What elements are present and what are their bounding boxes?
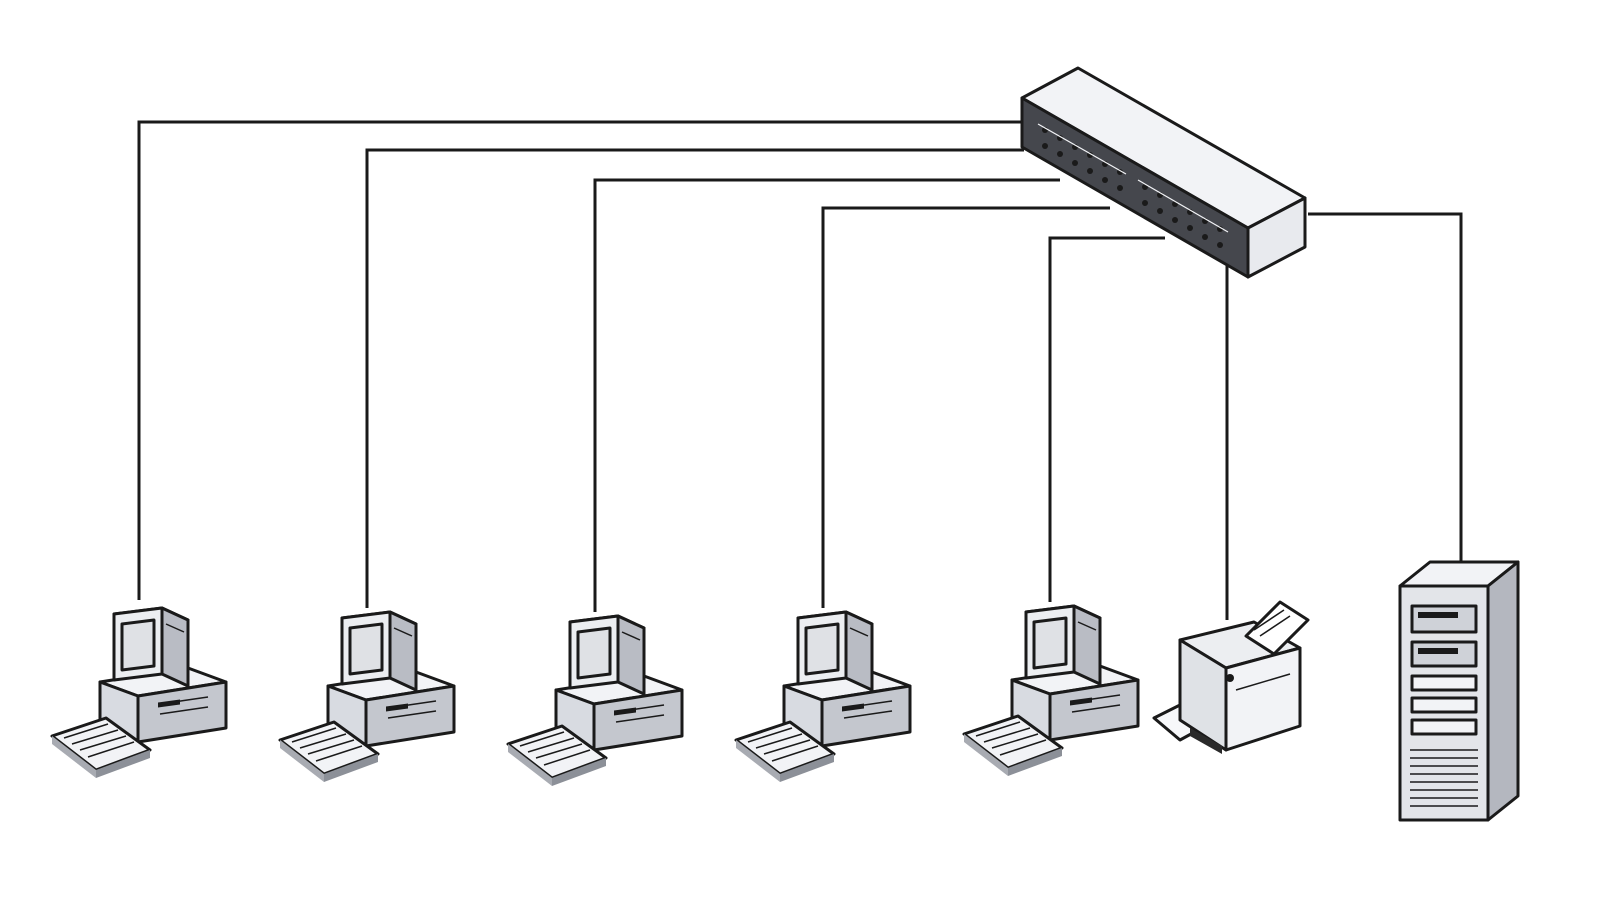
cable-workstation-1 xyxy=(137,120,1022,600)
network-switch-icon xyxy=(1020,66,1307,279)
workstation-2 xyxy=(278,610,456,784)
cable-workstation-5 xyxy=(1048,236,1165,602)
printer xyxy=(1152,600,1310,756)
desktop-computer-icon xyxy=(50,606,228,780)
network-cables xyxy=(137,120,1463,620)
cable-workstation-2 xyxy=(365,148,1024,608)
workstation-5 xyxy=(962,604,1140,778)
workstation-4 xyxy=(734,610,912,784)
desktop-computer-icon xyxy=(278,610,456,784)
desktop-computer-icon xyxy=(506,614,684,788)
printer-icon xyxy=(1152,600,1310,756)
workstation-3 xyxy=(506,614,684,788)
server xyxy=(1398,560,1520,822)
cable-server xyxy=(1308,212,1463,578)
tower-server-icon xyxy=(1398,560,1520,822)
desktop-computer-icon xyxy=(734,610,912,784)
cable-workstation-4 xyxy=(821,206,1110,608)
cable-workstation-3 xyxy=(593,178,1060,612)
desktop-computer-icon xyxy=(962,604,1140,778)
workstation-1 xyxy=(50,606,228,780)
